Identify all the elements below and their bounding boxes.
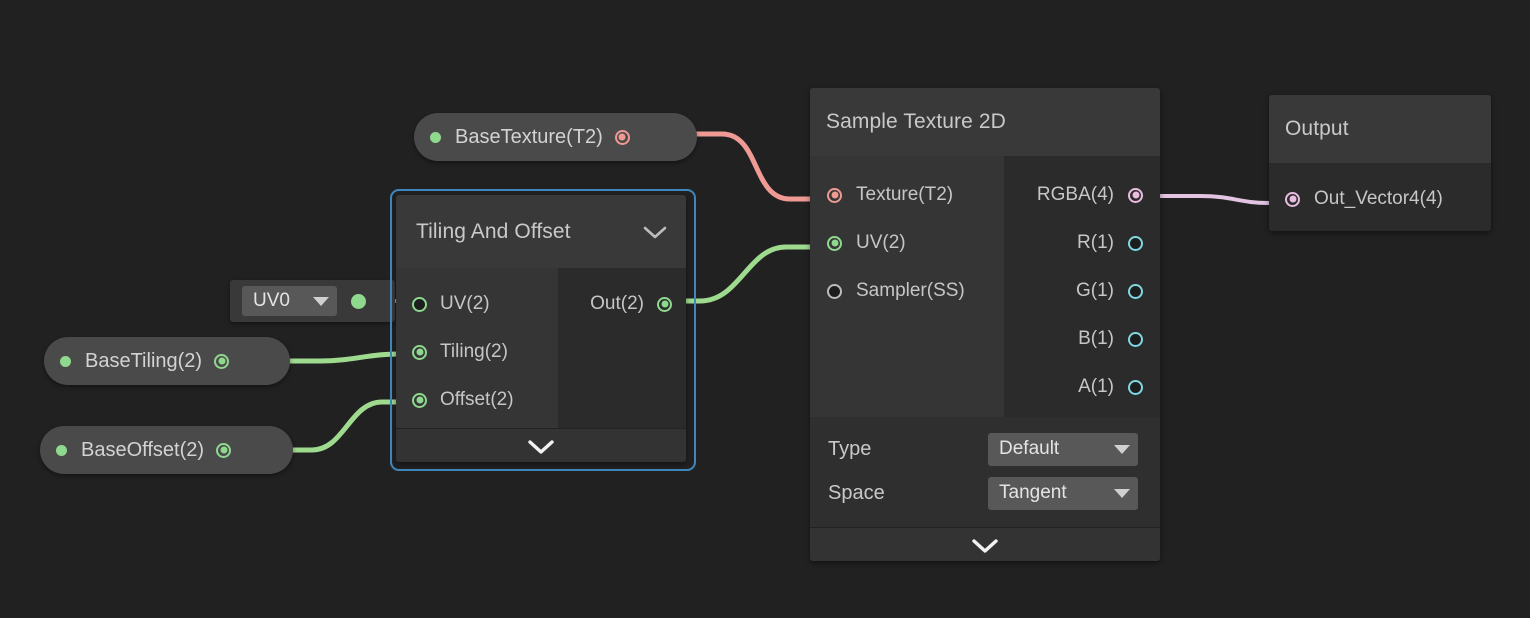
- port-r-out[interactable]: [1128, 235, 1143, 251]
- output-column: Out(2): [558, 268, 686, 428]
- chevron-down-icon: [313, 296, 329, 306]
- slot-input-uv[interactable]: UV(2): [827, 219, 1004, 267]
- port-b-out[interactable]: [1128, 331, 1143, 347]
- input-column: UV(2) Tiling(2) Offset(2): [396, 268, 558, 428]
- slot-input-tiling[interactable]: Tiling(2): [412, 328, 558, 376]
- port-g-out[interactable]: [1128, 283, 1143, 299]
- port-uv0-out[interactable]: [351, 293, 366, 309]
- slot-input-offset[interactable]: Offset(2): [412, 376, 558, 424]
- port-uv-in[interactable]: [827, 235, 842, 251]
- slot-label: B(1): [1078, 328, 1114, 349]
- port-sampler-in[interactable]: [827, 283, 842, 299]
- slot-output-g[interactable]: G(1): [1004, 267, 1143, 315]
- slot-label: Sampler(SS): [856, 280, 965, 301]
- node-body: Texture(T2) UV(2) Sampler(SS) RGBA(4) R(…: [810, 156, 1160, 417]
- slot-label: Out(2): [590, 293, 644, 314]
- node-body: UV(2) Tiling(2) Offset(2) Out(2): [396, 268, 686, 428]
- slot-output-a[interactable]: A(1): [1004, 363, 1143, 411]
- uv-channel-value: UV0: [253, 290, 290, 311]
- node-header[interactable]: Tiling And Offset: [396, 195, 686, 268]
- port-baseoffset-out[interactable]: [216, 442, 232, 458]
- output-column: RGBA(4) R(1) G(1) B(1) A(1): [1004, 156, 1160, 417]
- uv-channel-node[interactable]: UV0: [230, 280, 395, 322]
- port-offset-in[interactable]: [412, 392, 427, 408]
- node-collapse-bar[interactable]: [810, 527, 1160, 561]
- port-out-vector4-in[interactable]: [1285, 191, 1300, 207]
- node-title: Tiling And Offset: [416, 219, 571, 243]
- port-out[interactable]: [657, 296, 672, 312]
- property-node-basetexture[interactable]: BaseTexture(T2): [414, 113, 697, 161]
- property-label: BaseTiling(2): [85, 349, 203, 372]
- setting-row-type: Type Default: [810, 427, 1160, 471]
- port-a-out[interactable]: [1128, 379, 1143, 395]
- slot-input-texture[interactable]: Texture(T2): [827, 171, 1004, 219]
- slot-label: Offset(2): [440, 389, 514, 410]
- slot-output-r[interactable]: R(1): [1004, 219, 1143, 267]
- slot-output-out[interactable]: Out(2): [558, 280, 672, 328]
- property-exposed-dot: [56, 444, 67, 456]
- property-exposed-dot: [430, 131, 441, 143]
- input-column: Out_Vector4(4): [1269, 163, 1491, 231]
- slot-label: Texture(T2): [856, 184, 954, 205]
- slot-output-rgba[interactable]: RGBA(4): [1004, 171, 1143, 219]
- slot-input-uv[interactable]: UV(2): [412, 280, 558, 328]
- property-node-baseoffset[interactable]: BaseOffset(2): [40, 426, 293, 474]
- chevron-down-icon[interactable]: [526, 437, 556, 455]
- node-body: Out_Vector4(4): [1269, 163, 1491, 231]
- chevron-down-icon[interactable]: [970, 536, 1000, 554]
- property-exposed-dot: [60, 355, 71, 367]
- port-rgba-out[interactable]: [1128, 187, 1143, 203]
- chevron-down-icon: [1114, 488, 1130, 498]
- port-basetexture-out[interactable]: [614, 129, 630, 145]
- node-title: Sample Texture 2D: [826, 110, 1006, 133]
- slot-input-out-vector4[interactable]: Out_Vector4(4): [1285, 175, 1491, 223]
- slot-label: UV(2): [856, 232, 906, 253]
- node-title: Output: [1285, 117, 1349, 140]
- slot-label: RGBA(4): [1036, 184, 1114, 205]
- space-value: Tangent: [999, 482, 1067, 503]
- setting-label: Space: [828, 481, 885, 504]
- node-collapse-bar[interactable]: [396, 428, 686, 462]
- slot-label: R(1): [1077, 232, 1114, 253]
- property-node-basetiling[interactable]: BaseTiling(2): [44, 337, 290, 385]
- slot-label: Tiling(2): [440, 341, 508, 362]
- uv-channel-dropdown[interactable]: UV0: [242, 286, 337, 316]
- setting-row-space: Space Tangent: [810, 471, 1160, 515]
- slot-input-sampler[interactable]: Sampler(SS): [827, 267, 1004, 315]
- property-label: BaseTexture(T2): [455, 125, 603, 148]
- type-value: Default: [999, 438, 1060, 459]
- setting-label: Type: [828, 437, 872, 460]
- chevron-down-icon: [1114, 444, 1130, 454]
- node-header[interactable]: Sample Texture 2D: [810, 88, 1160, 156]
- port-texture-in[interactable]: [827, 187, 842, 203]
- port-tiling-in[interactable]: [412, 344, 427, 360]
- input-column: Texture(T2) UV(2) Sampler(SS): [810, 156, 1004, 417]
- node-header[interactable]: Output: [1269, 95, 1491, 163]
- slot-output-b[interactable]: B(1): [1004, 315, 1143, 363]
- slot-label: Out_Vector4(4): [1314, 188, 1443, 209]
- property-label: BaseOffset(2): [81, 438, 205, 461]
- node-tiling-and-offset[interactable]: Tiling And Offset UV(2) Tiling(2): [396, 195, 686, 462]
- type-dropdown[interactable]: Default: [988, 432, 1138, 466]
- port-basetiling-out[interactable]: [214, 353, 230, 369]
- port-uv-in[interactable]: [412, 296, 427, 312]
- slot-label: UV(2): [440, 293, 490, 314]
- node-sample-texture-2d[interactable]: Sample Texture 2D Texture(T2) UV(2) Samp…: [810, 88, 1160, 561]
- slot-label: A(1): [1078, 376, 1114, 397]
- chevron-down-icon[interactable]: [642, 224, 668, 240]
- space-dropdown[interactable]: Tangent: [988, 476, 1138, 510]
- node-settings: Type Default Space Tangent: [810, 417, 1160, 527]
- slot-label: G(1): [1076, 280, 1114, 301]
- node-output[interactable]: Output Out_Vector4(4): [1269, 95, 1491, 231]
